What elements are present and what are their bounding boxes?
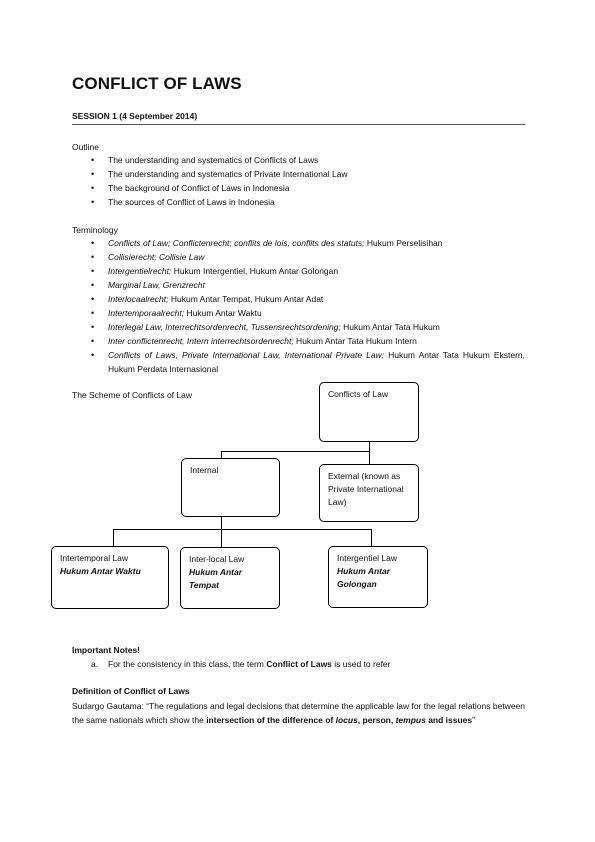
term-foreign: Conflicts of Law; Conflictenrecht; confl… <box>108 238 365 248</box>
definition-text: Sudargo Gautama: “The regulations and le… <box>72 701 525 725</box>
term-local: Hukum Intergentiel, Hukum Antar Golongan <box>171 266 339 276</box>
heading-divider <box>72 124 525 125</box>
notes-term: Conflict of Laws <box>266 659 332 669</box>
node-external: External (known as Private International… <box>319 464 419 522</box>
page-title: CONFLICT OF LAWS <box>72 74 242 93</box>
terminology-item: Interlocaalrecht; Hukum Antar Tempat, Hu… <box>72 292 525 306</box>
node-local-name: Hukum Antar Waktu <box>60 566 141 576</box>
list-marker: a. <box>91 659 99 669</box>
node-label: Inter-local Law <box>189 554 245 564</box>
definition-emphasis: intersection of the difference of <box>206 715 336 725</box>
term-foreign: Intergentielrecht; <box>108 266 172 276</box>
scheme-label: The Scheme of Conflicts of Law <box>72 390 193 400</box>
terminology-item: Conflicts of Laws, Private International… <box>72 348 525 376</box>
notes-item: a. For the consistency in this class, the… <box>91 659 391 669</box>
connector-line <box>221 529 222 547</box>
terminology-item: Collisierecht; Collisie Law <box>72 250 525 264</box>
node-conflicts-of-law: Conflicts of Law <box>319 382 419 442</box>
node-interlocal: Inter-local Law Hukum Antar Tempat <box>180 547 280 609</box>
definition-emphasis: locus <box>335 715 358 725</box>
term-foreign: Marginal Law, Grenzrecht <box>108 280 205 290</box>
connector-line <box>221 451 370 452</box>
connector-line <box>221 451 222 458</box>
definition-emphasis: , person, <box>357 715 396 725</box>
terminology-item: Interlegal Law, Interrechtsordenrecht, T… <box>72 320 525 334</box>
connector-line <box>369 451 370 464</box>
term-foreign: Collisierecht; Collisie Law <box>108 252 205 262</box>
node-label: External (known as Private International… <box>328 471 404 507</box>
node-label: Intergentiel Law <box>337 553 398 563</box>
terminology-item: Conflicts of Law; Conflictenrecht; confl… <box>72 236 525 250</box>
terminology-item: Intertemporaalrecht; Hukum Antar Waktu <box>72 306 525 320</box>
terminology-item: Intergentielrecht; Hukum Intergentiel, H… <box>72 264 525 278</box>
node-internal: Internal <box>181 458 280 517</box>
term-local: Hukum Antar Tata Hukum Ekstern, Hukum Pe… <box>108 350 526 374</box>
connector-line <box>113 529 372 530</box>
term-local: Hukum Antar Waktu <box>184 308 262 318</box>
outline-item: The understanding and systematics of Con… <box>72 153 525 167</box>
term-local: Hukum Antar Tata Hukum <box>340 322 440 332</box>
term-foreign: Inter conflictenrecht, Intern interrecht… <box>108 336 294 346</box>
node-local-name: Hukum Antar Golongan <box>337 566 391 589</box>
session-heading: SESSION 1 (4 September 2014) <box>72 111 198 121</box>
node-intergentiel: Intergentiel Law Hukum Antar Golongan <box>328 546 428 608</box>
term-foreign: Intertemporaalrecht; <box>108 308 185 318</box>
terminology-label: Terminology <box>72 225 118 235</box>
node-intertemporal: Intertemporal Law Hukum Antar Waktu <box>51 546 169 609</box>
notes-text: is used to refer <box>331 659 391 669</box>
outline-item: The sources of Conflict of Laws in Indon… <box>72 195 525 209</box>
connector-line <box>113 529 114 546</box>
term-foreign: Interlegal Law, Interrechtsordenrecht, T… <box>108 322 341 332</box>
terminology-item: Marginal Law, Grenzrecht <box>72 278 525 292</box>
terminology-list: Conflicts of Law; Conflictenrecht; confl… <box>72 236 525 376</box>
outline-list: The understanding and systematics of Con… <box>72 153 525 209</box>
connector-line <box>371 529 372 546</box>
definition-emphasis: tempus <box>395 715 426 725</box>
node-local-name: Hukum Antar Tempat <box>189 567 243 590</box>
outline-item: The understanding and systematics of Pri… <box>72 167 525 181</box>
outline-label: Outline <box>72 142 99 152</box>
definition-paragraph: Sudargo Gautama: “The regulations and le… <box>72 699 525 727</box>
node-label: Intertemporal Law <box>60 553 129 563</box>
notes-text: For the consistency in this class, the t… <box>108 659 267 669</box>
definition-emphasis: and issues <box>425 715 473 725</box>
outline-item: The background of Conflict of Laws in In… <box>72 181 525 195</box>
notes-heading: Important Notes! <box>72 645 140 655</box>
connector-line <box>369 441 370 452</box>
node-label: Conflicts of Law <box>328 389 388 399</box>
term-local: Hukum Perselisihan <box>364 238 443 248</box>
term-foreign: Interlocaalrecht; <box>108 294 169 304</box>
definition-heading: Definition of Conflict of Laws <box>72 686 190 696</box>
term-foreign: Conflicts of Laws, Private International… <box>108 350 385 360</box>
term-local: Hukum Antar Tata Hukum Intern <box>293 336 417 346</box>
terminology-item: Inter conflictenrecht, Intern interrecht… <box>72 334 525 348</box>
term-local: Hukum Antar Tempat, Hukum Antar Adat <box>168 294 324 304</box>
node-label: Internal <box>190 465 219 475</box>
definition-text: ” <box>472 715 475 725</box>
connector-line <box>221 516 222 530</box>
